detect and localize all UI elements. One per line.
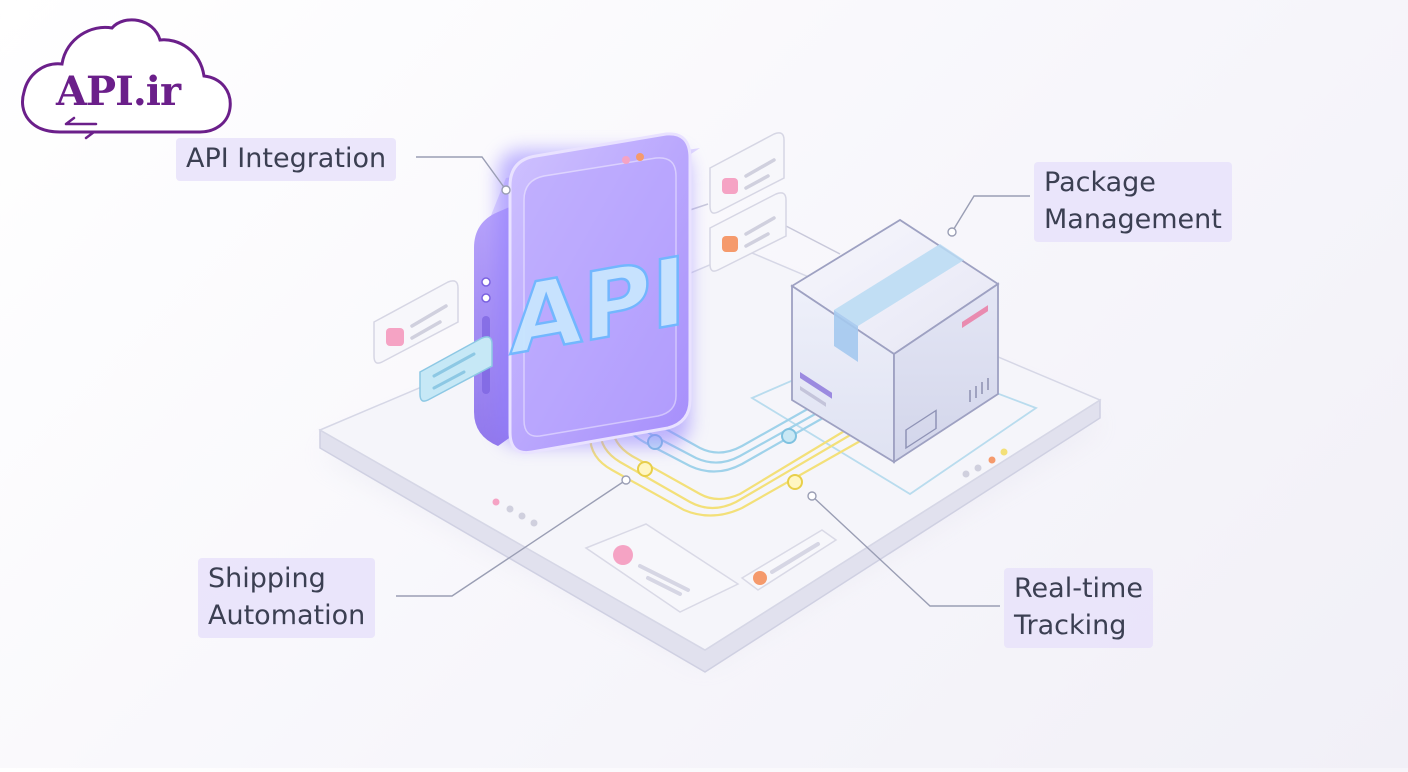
callout-real-time-tracking: Real-time Tracking (1004, 568, 1153, 648)
card-top-2 (709, 192, 787, 272)
callout-package-management: Package Management (1034, 162, 1232, 242)
callout-text: API Integration (186, 143, 387, 174)
pink-dot-icon (613, 545, 633, 565)
leader-lines (396, 156, 1030, 607)
callout-text-line-2: Management (1044, 204, 1222, 235)
cloud-sync-icon (21, 18, 232, 134)
callout-text-line-1: Package (1044, 167, 1156, 198)
callout-shipping-automation: Shipping Automation (198, 558, 376, 638)
card-top-1 (709, 132, 785, 214)
api-device: API (474, 132, 700, 455)
logo (21, 18, 232, 140)
callout-text-line-2: Automation (208, 600, 366, 631)
callout-text-line-2: Tracking (1014, 610, 1127, 641)
logo-text: API.ir (56, 68, 181, 115)
package-box (790, 218, 1000, 464)
card-left (373, 280, 459, 364)
floating-cards (373, 132, 787, 402)
card-blue (419, 336, 493, 402)
orange-dot-icon (753, 571, 767, 585)
callout-api-integration: API Integration (176, 138, 397, 181)
callout-text-line-1: Real-time (1014, 573, 1143, 604)
callout-text-line-1: Shipping (208, 563, 326, 594)
